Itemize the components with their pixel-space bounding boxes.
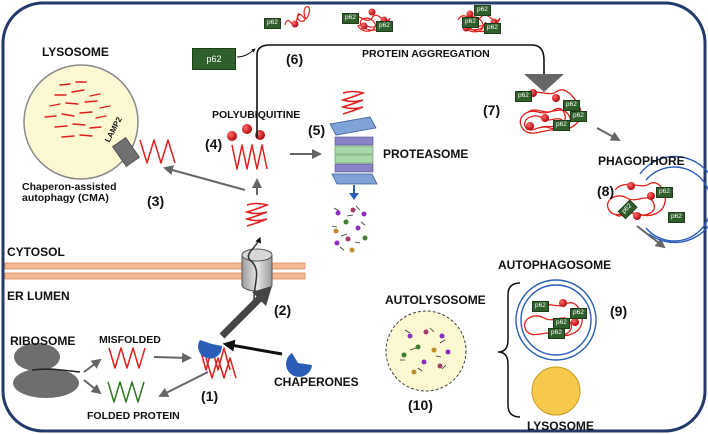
autophagosome bbox=[515, 279, 597, 361]
p62-arrow bbox=[236, 48, 256, 58]
thick-arrow-head bbox=[252, 286, 272, 306]
retrotranslocated-protein bbox=[244, 202, 270, 227]
lamp2-receptor bbox=[112, 137, 140, 167]
lysosome-cma bbox=[23, 64, 176, 180]
aggregate-7 bbox=[519, 89, 582, 134]
thick-arrow bbox=[219, 293, 265, 339]
ribosome bbox=[13, 343, 81, 398]
aggregation-path bbox=[256, 44, 545, 138]
ubiquitinated-protein bbox=[227, 124, 268, 170]
misfolded-protein bbox=[108, 347, 146, 369]
proteasome-complex bbox=[329, 90, 378, 200]
aggregation-arrowhead bbox=[524, 74, 564, 92]
lysosome-bottom bbox=[531, 366, 581, 416]
autolysosome bbox=[385, 310, 467, 392]
peptide-fragments bbox=[331, 205, 368, 253]
folded-protein bbox=[107, 381, 145, 403]
chaperone-arrow bbox=[222, 339, 283, 356]
phagophore bbox=[639, 155, 708, 244]
chaperone-substrate-complex bbox=[198, 340, 237, 379]
aggregate-8 bbox=[606, 182, 666, 217]
lysosome-fragments bbox=[44, 81, 111, 138]
fusion-brace bbox=[497, 282, 521, 418]
er-membrane bbox=[4, 262, 306, 280]
ubiquitin-ball bbox=[291, 20, 299, 28]
cma-substrate bbox=[139, 139, 176, 164]
pathway-arrows bbox=[83, 127, 666, 397]
chaperone-icon bbox=[286, 353, 312, 377]
